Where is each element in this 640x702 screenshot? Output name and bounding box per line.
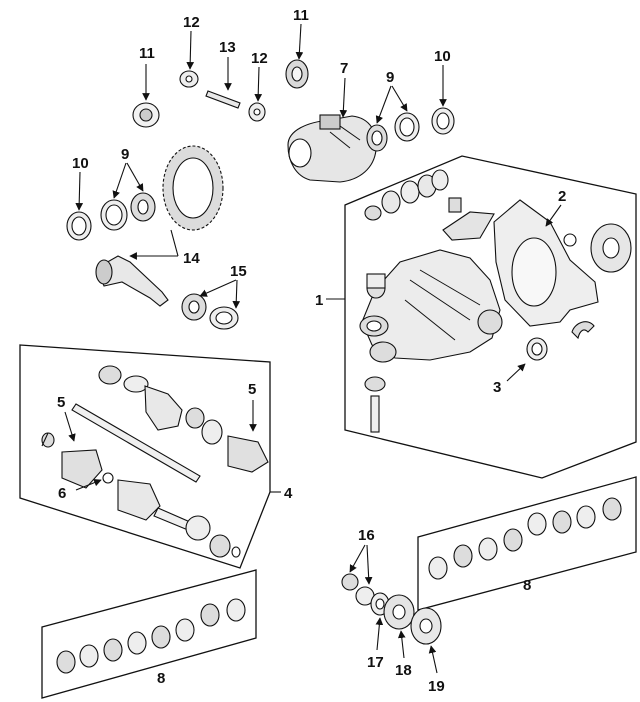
part-2-carrier-cover — [493, 199, 599, 327]
seal-kit-panel-right — [417, 476, 637, 611]
callout-9-left: 9 — [121, 146, 129, 163]
part-15-pinion-bearing-cup — [209, 306, 239, 330]
callout-14: 14 — [183, 250, 200, 267]
callout-16: 16 — [358, 527, 375, 544]
callout-2: 2 — [558, 188, 566, 205]
callout-1: 1 — [315, 292, 323, 309]
callout-10-top: 10 — [434, 48, 451, 65]
part-8-seal-kit-left — [56, 598, 246, 674]
part-13-pinion-shaft — [205, 90, 241, 109]
callout-15: 15 — [230, 263, 247, 280]
part-15-pinion-bearing-cone — [181, 293, 207, 321]
callout-19: 19 — [428, 678, 445, 695]
callout-5-right: 5 — [248, 381, 256, 398]
seal-kit-panel-left — [41, 569, 257, 699]
carrier-small-parts — [364, 169, 632, 433]
part-18-pinion-flange — [383, 594, 415, 630]
part-12-thrust-washer-left — [179, 70, 199, 88]
callout-12-left: 12 — [183, 14, 200, 31]
part-9-bearing-cone-top — [366, 124, 388, 152]
axle-shaft-panel — [19, 344, 271, 569]
part-10-bearing-race-top — [431, 107, 455, 135]
part-16-pinion-nut-and-washer — [341, 573, 375, 606]
callout-6: 6 — [58, 485, 66, 502]
callout-4: 4 — [284, 485, 293, 502]
callout-11-top: 11 — [293, 7, 309, 24]
leader-lines — [41, 23, 562, 674]
part-9-bearing-cup-left — [100, 199, 128, 231]
callout-13: 13 — [219, 39, 236, 56]
part-8-seal-kit-right — [428, 497, 622, 580]
part-11-side-gear-top — [285, 59, 309, 89]
part-1-carrier-housing — [359, 249, 503, 363]
callout-18: 18 — [395, 662, 412, 679]
part-19-companion-flange — [410, 607, 442, 645]
callout-17: 17 — [367, 654, 384, 671]
part-12-thrust-washer-right — [248, 102, 266, 122]
callout-8-left: 8 — [157, 670, 165, 687]
callout-5-left: 5 — [57, 394, 65, 411]
callout-9-top: 9 — [386, 69, 394, 86]
carrier-assembly-panel — [344, 155, 637, 479]
callout-8-right: 8 — [523, 577, 531, 594]
part-9-bearing-cup-top — [394, 112, 420, 142]
callout-3: 3 — [493, 379, 501, 396]
part-9-bearing-cone-left — [130, 192, 156, 222]
part-7-differential-case — [287, 114, 377, 183]
part-14-ring-and-pinion-gear — [95, 145, 224, 307]
callout-7: 7 — [340, 60, 348, 77]
part-4-axle-shaft-assembly — [41, 365, 269, 558]
part-10-bearing-race-left — [66, 211, 92, 241]
callout-10-left: 10 — [72, 155, 89, 172]
part-11-side-gear-left — [132, 102, 160, 128]
callout-12-right: 12 — [251, 50, 268, 67]
callout-11-left: 11 — [139, 45, 155, 62]
